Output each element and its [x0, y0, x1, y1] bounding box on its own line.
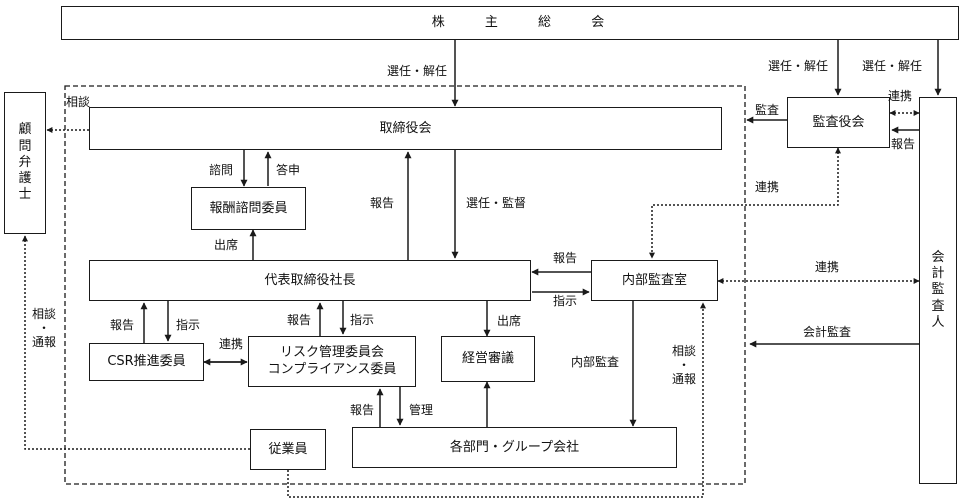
- arrow-auditors-ia: [649, 147, 841, 259]
- shareholders-meeting-label: 株 主 総 会: [431, 15, 623, 31]
- legal-advisor-char-4: 護: [18, 171, 32, 187]
- legal-advisor-char-5: 士: [18, 187, 32, 203]
- cooperate-right-label: 連携: [888, 89, 913, 103]
- compensation-committee-label: 報酬諮問委員: [209, 200, 288, 216]
- report-csr-label: 報告: [110, 318, 135, 332]
- attend-compensation-label: 出席: [214, 238, 239, 252]
- arrow-employees-ia: [287, 302, 706, 498]
- board-of-directors-box: 取締役会: [89, 107, 722, 150]
- accounting-auditor-char-4: 査: [931, 298, 945, 314]
- elect-board-label: 選任・解任: [387, 64, 448, 78]
- elect-supervise-label: 選任・監督: [466, 196, 527, 210]
- instruct-risk-label: 指示: [350, 313, 375, 327]
- internal-audit-office-box: 内部監査室: [591, 260, 718, 301]
- elect-auditors-label: 選任・解任: [768, 59, 829, 73]
- company-enclosure: [64, 85, 746, 485]
- president-box: 代表取締役社長: [89, 260, 531, 301]
- employees-label: 従業員: [268, 441, 308, 457]
- consult-report-right-line-3: 通報: [671, 372, 696, 386]
- csr-committee-label: CSR推進委員: [107, 354, 186, 370]
- audit-label: 監査: [755, 103, 780, 117]
- report-ia-label: 報告: [553, 251, 578, 265]
- internal-audit-office-label: 内部監査室: [621, 272, 687, 288]
- risk-committee-label: リスク管理委員会: [279, 345, 384, 361]
- consult-report-right-line-2: ・: [677, 358, 690, 372]
- employees-box: 従業員: [250, 429, 326, 470]
- president-label: 代表取締役社長: [264, 272, 356, 288]
- management-council-label: 経営審議: [461, 351, 514, 367]
- report-right-label: 報告: [891, 137, 916, 151]
- cooperate-csr-risk-label: 連携: [219, 337, 244, 351]
- internal-audit-flow-label: 内部監査: [571, 355, 620, 369]
- enclosure-label: 相談: [66, 95, 91, 109]
- accounting-auditor-box: 会 計 監 査 人: [919, 97, 957, 484]
- cooperate-ia-accounting-label: 連携: [815, 260, 840, 274]
- cooperate-ia-auditor-label: 連携: [755, 180, 780, 194]
- instruct-ia-label: 指示: [553, 294, 578, 308]
- compensation-committee-box: 報酬諮問委員: [191, 187, 306, 230]
- accounting-auditor-char-2: 計: [931, 266, 945, 282]
- consult-report-left-label: 相談 ・ 通報: [26, 307, 62, 349]
- csr-committee-box: CSR推進委員: [89, 343, 204, 381]
- audit-board-label: 監査役会: [812, 114, 865, 130]
- report-to-board-label: 報告: [370, 196, 395, 210]
- risk-compliance-committee-box: リスク管理委員会 コンプライアンス委員: [248, 336, 416, 387]
- manage-dept-label: 管理: [409, 403, 434, 417]
- legal-advisor-char-1: 顧: [18, 122, 32, 138]
- departments-group-label: 各部門・グループ会社: [449, 439, 580, 455]
- management-council-box: 経営審議: [441, 336, 535, 382]
- compliance-committee-label: コンプライアンス委員: [267, 361, 397, 377]
- accounting-auditor-char-5: 人: [931, 314, 945, 330]
- legal-advisor-char-2: 問: [18, 138, 32, 154]
- report-dept-label: 報告: [350, 403, 375, 417]
- attend-mgmt-label: 出席: [497, 314, 522, 328]
- legal-advisor-box: 顧 問 弁 護 士: [4, 92, 46, 234]
- consult-report-left-line-1: 相談: [31, 307, 56, 321]
- departments-group-box: 各部門・グループ会社: [352, 427, 677, 468]
- audit-board-box: 監査役会: [787, 97, 890, 148]
- consult-report-right-label: 相談 ・ 通報: [666, 344, 702, 386]
- consult-label: 諮問: [209, 163, 234, 177]
- arrow-employees-lawyer: [22, 235, 250, 450]
- accounting-audit-label: 会計監査: [803, 325, 852, 339]
- legal-advisor-char-3: 弁: [18, 154, 32, 170]
- accounting-auditor-char-1: 会: [931, 249, 945, 265]
- instruct-csr-label: 指示: [176, 318, 201, 332]
- consult-report-left-line-3: 通報: [31, 335, 56, 349]
- report-risk-label: 報告: [287, 313, 312, 327]
- elect-accounting-label: 選任・解任: [862, 59, 923, 73]
- reply-label: 答申: [276, 163, 301, 177]
- consult-report-left-line-2: ・: [37, 321, 50, 335]
- accounting-auditor-char-3: 監: [931, 282, 945, 298]
- shareholders-meeting-box: 株 主 総 会: [61, 6, 959, 40]
- board-of-directors-label: 取締役会: [379, 120, 432, 136]
- consult-report-right-line-1: 相談: [671, 344, 696, 358]
